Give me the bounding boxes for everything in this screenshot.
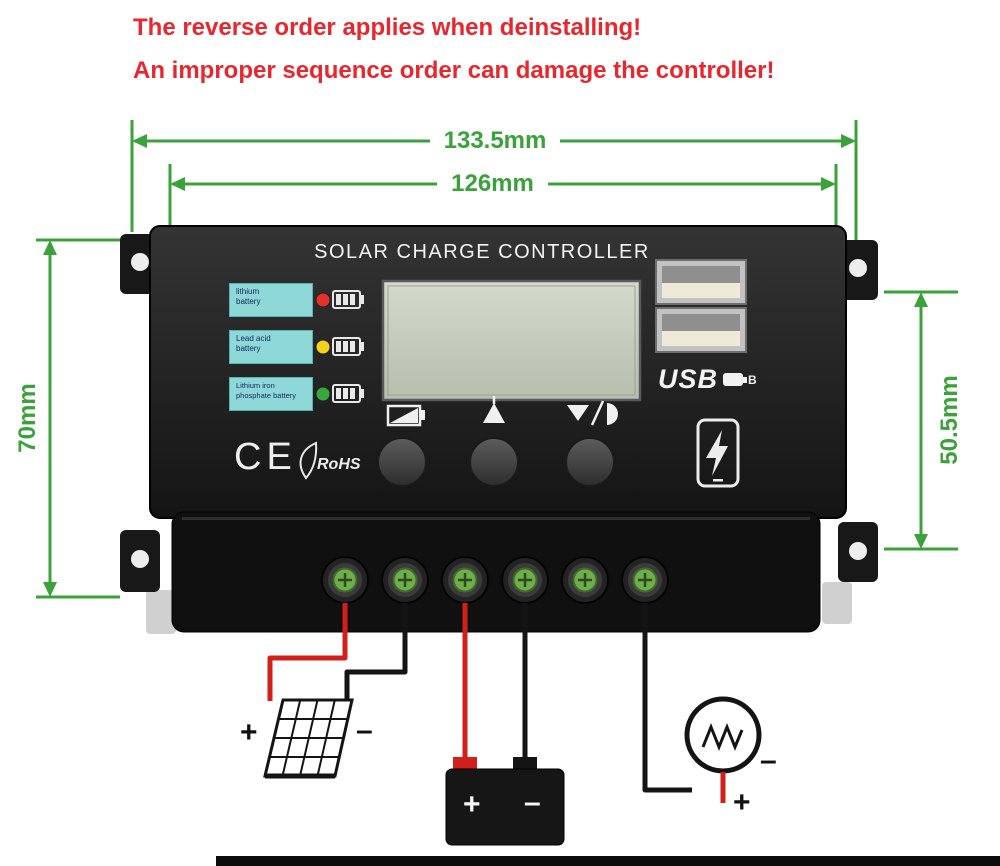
lithium-led-icon	[315, 292, 331, 308]
terminal-screw[interactable]	[561, 556, 609, 604]
load-plus-sign: +	[733, 786, 751, 819]
label-lithium-battery: lithium battery	[229, 283, 313, 317]
usb-port-icon	[655, 307, 747, 353]
battery-minus-sign: –	[524, 786, 541, 819]
terminal-screw[interactable]	[621, 556, 669, 604]
terminal-screw[interactable]	[381, 556, 429, 604]
status-leds	[315, 292, 331, 402]
phone-fast-charge-icon	[696, 418, 740, 488]
battery-type-icons	[332, 290, 364, 403]
light-bulb-icon	[684, 696, 762, 803]
device-title: SOLAR CHARGE CONTROLLER	[314, 241, 650, 263]
terminal-screw[interactable]	[441, 556, 489, 604]
day-night-mode-icon	[567, 400, 618, 426]
usb-logo: USB B	[658, 364, 757, 395]
label-line: lithium	[236, 287, 260, 296]
lead-acid-led-icon	[315, 339, 331, 355]
lcd-inner-edge	[387, 285, 636, 396]
wiring	[267, 603, 692, 793]
label-line: phosphate battery	[236, 390, 297, 400]
rohs-label: RoHS	[317, 456, 361, 473]
panel-negative-wire	[344, 603, 408, 701]
label-lead-acid-battery: Lead acid battery	[229, 330, 313, 364]
battery-plus-sign: +	[463, 788, 481, 821]
label-line: Lead acid	[236, 334, 271, 343]
warning-line-1: The reverse order applies when deinstall…	[133, 14, 642, 41]
bottom-edge-strip	[216, 856, 1000, 866]
usb-port-icon	[655, 259, 747, 305]
solar-panel-icon	[263, 698, 354, 779]
battery-glyph-icon	[332, 290, 364, 309]
lifepo4-led-icon	[315, 386, 331, 402]
usb-plug-icon	[723, 373, 748, 386]
label-line: battery	[236, 297, 261, 307]
battery-negative-tab	[513, 757, 537, 771]
terminal-block	[171, 511, 821, 633]
label-lifepo4-battery: Lithium iron phosphate battery	[229, 377, 313, 411]
dimension-label-left-height: 70mm	[14, 383, 41, 453]
usb-suffix: B	[748, 372, 757, 387]
display-button[interactable]	[377, 437, 427, 487]
button-row-icons	[386, 396, 618, 427]
dimension-lines	[36, 120, 958, 599]
up-arrow-icon	[483, 396, 505, 423]
battery-charge-icon	[386, 404, 425, 427]
mount-hole-icon	[131, 550, 149, 568]
warning-line-2: An improper sequence order can damage th…	[133, 57, 775, 84]
dimension-label-right-height: 50.5mm	[936, 375, 963, 465]
mount-plate-sliver	[146, 590, 176, 634]
battery-icon	[445, 757, 565, 846]
lcd-display	[381, 279, 642, 402]
label-line: Lithium iron	[236, 381, 275, 390]
battery-glyph-icon	[332, 337, 364, 356]
mount-hole-icon	[849, 542, 867, 560]
label-line: battery	[236, 344, 261, 354]
up-button[interactable]	[469, 437, 519, 487]
panel-minus-sign: –	[356, 714, 373, 747]
filament-icon	[701, 722, 744, 752]
panel-positive-wire	[267, 603, 348, 701]
usb-text: USB	[658, 364, 719, 394]
battery-glyph-icon	[332, 384, 364, 403]
battery-positive-tab	[453, 757, 477, 771]
terminal-block-edge	[182, 517, 810, 520]
ce-mark: CE	[234, 436, 297, 478]
control-buttons	[377, 437, 615, 487]
load-minus-sign: –	[760, 744, 777, 777]
mount-hole-icon	[849, 259, 867, 277]
leaf-icon	[299, 441, 318, 480]
dimension-label-inner-width: 126mm	[451, 170, 534, 197]
mount-hole-icon	[131, 253, 149, 271]
mount-plate-sliver	[822, 582, 852, 624]
mode-button[interactable]	[565, 437, 615, 487]
dimension-label-outer-width: 133.5mm	[443, 127, 547, 154]
panel-plus-sign: +	[240, 716, 258, 749]
terminal-screw[interactable]	[321, 556, 369, 604]
terminal-screws	[321, 556, 669, 604]
terminal-screw[interactable]	[501, 556, 549, 604]
load-negative-wire	[642, 603, 692, 793]
